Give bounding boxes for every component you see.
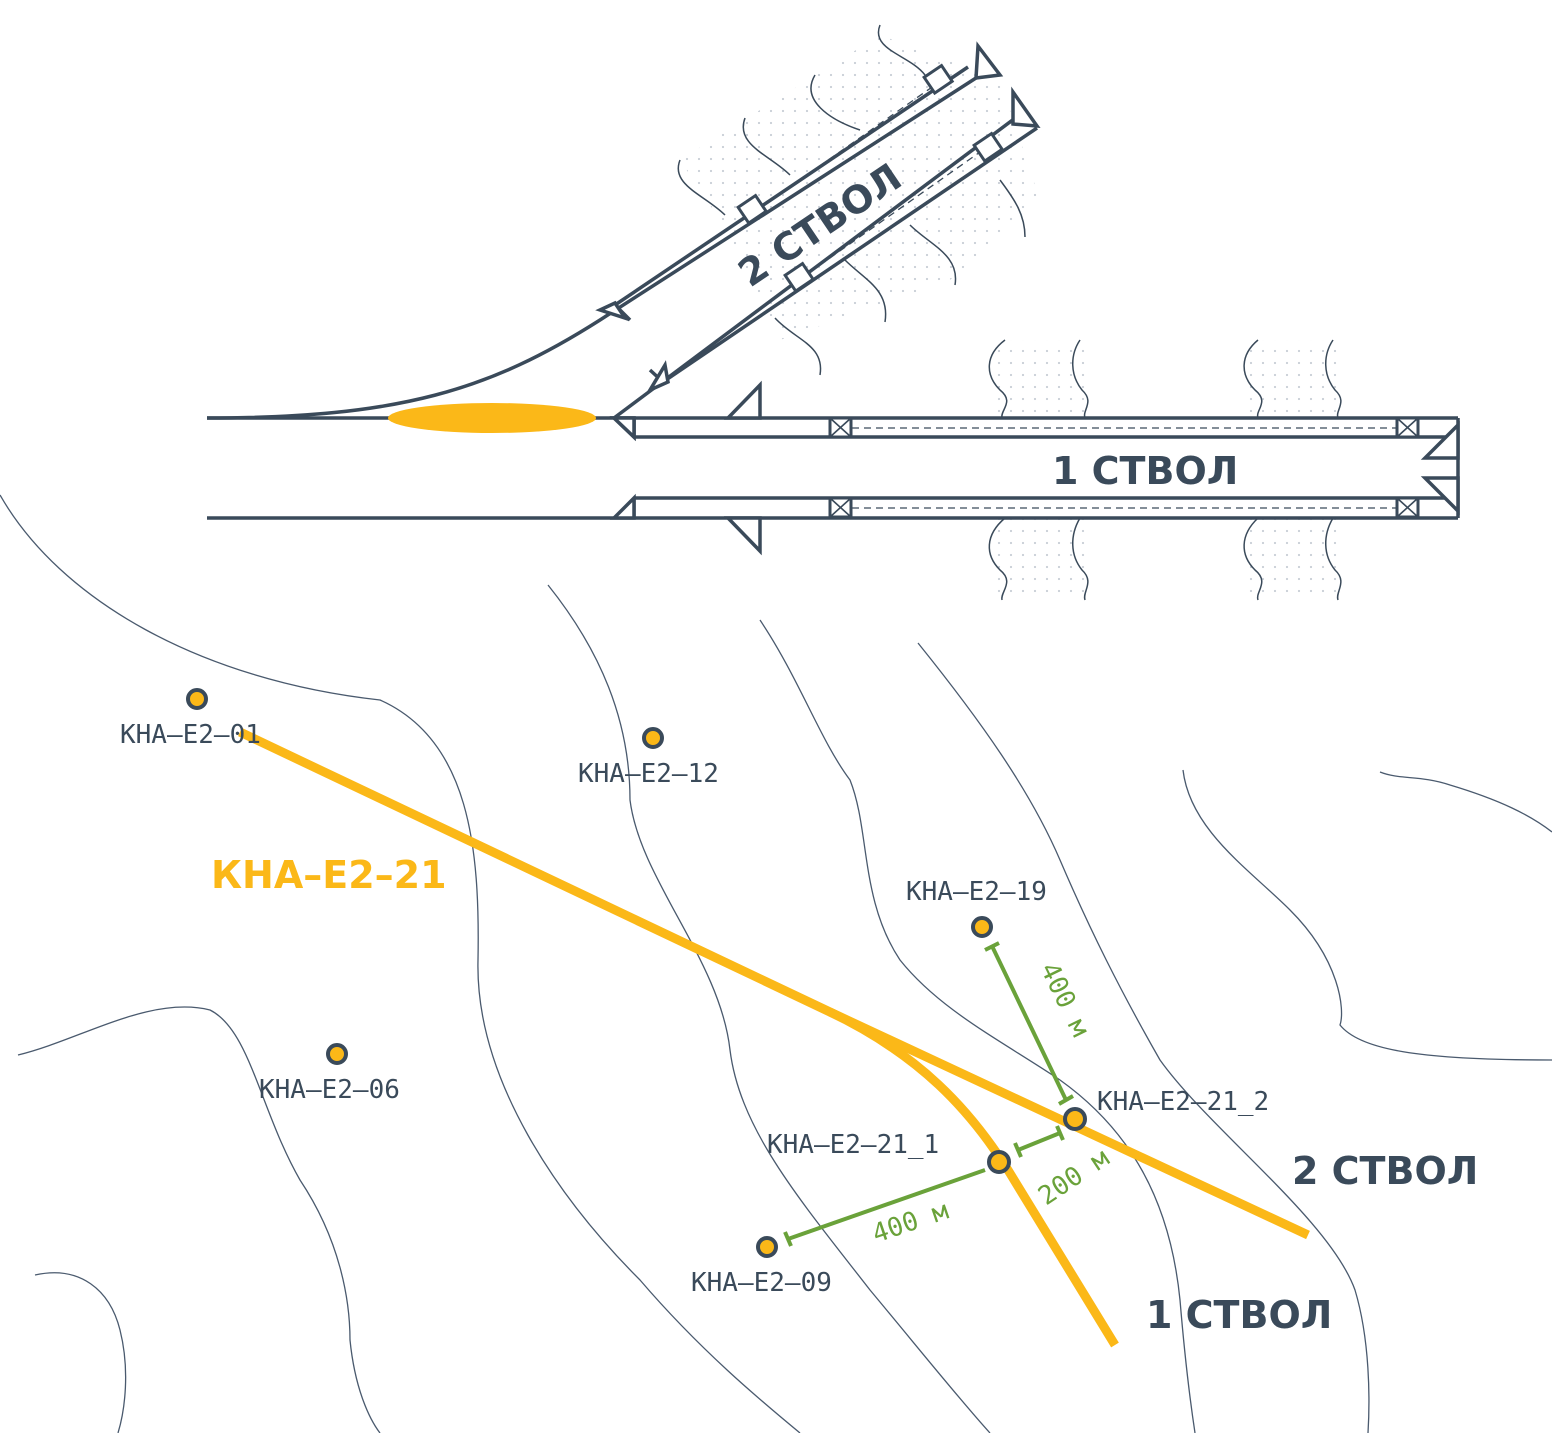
well-marker-e2-09 [756,1236,778,1258]
well-label: КНА–Е2–21_1 [767,1130,939,1160]
dotted-zone [680,35,1040,340]
well-label: КНА–Е2–09 [691,1268,832,1298]
main-well-label: КНА–Е2–21 [211,853,447,897]
well-marker-e2-21-1 [987,1150,1011,1174]
well-label: КНА–Е2–01 [120,720,261,750]
distance-label-2: 200 м [1033,1143,1115,1212]
well-marker-e2-01 [186,688,208,710]
branch-1-label: 1 СТВОЛ [1146,1293,1332,1337]
dotted-zone [1248,340,1345,418]
measure-line [787,1168,986,1241]
well-labels: КНА–Е2–01 КНА–Е2–12 КНА–Е2–19 КНА–Е2–06 … [120,720,1269,1298]
contour-lines [0,494,1552,1433]
bore-1-liner-dashes [852,427,1396,509]
bore-1-label: 1 СТВОЛ [1052,449,1238,493]
contour-line [17,1006,381,1433]
bore-2-liner-dashes [759,84,981,273]
well-label: КНА–Е2–06 [259,1075,400,1105]
formation-waves [677,24,1342,601]
well-marker-e2-06 [326,1043,348,1065]
dotted-zone [1248,518,1345,600]
contour-line [0,494,801,1433]
contour-line [917,642,1370,1433]
well-markers [186,688,1087,1258]
distance-measures [783,941,1074,1247]
oil-reservoir [388,403,596,433]
well-label: КНА–Е2–21_2 [1097,1087,1269,1117]
contour-line [759,619,1196,1433]
well-marker-e2-12 [642,727,664,749]
contour-line [34,1272,127,1433]
contour-line [547,584,991,1433]
well-marker-e2-19 [971,916,993,938]
bore-2-valves [736,63,1005,294]
contour-line [1182,769,1552,1061]
well-label: КНА–Е2–12 [578,759,719,789]
branch-2-label: 2 СТВОЛ [1292,1149,1478,1193]
distance-label-3: 400 м [869,1196,953,1250]
distance-label-1: 400 м [1034,958,1095,1042]
well-marker-e2-21-2 [1063,1107,1087,1131]
measure-line [990,945,1068,1101]
measure-line [1017,1131,1061,1152]
well-label: КНА–Е2–19 [906,877,1047,907]
contour-line [1379,771,1552,833]
